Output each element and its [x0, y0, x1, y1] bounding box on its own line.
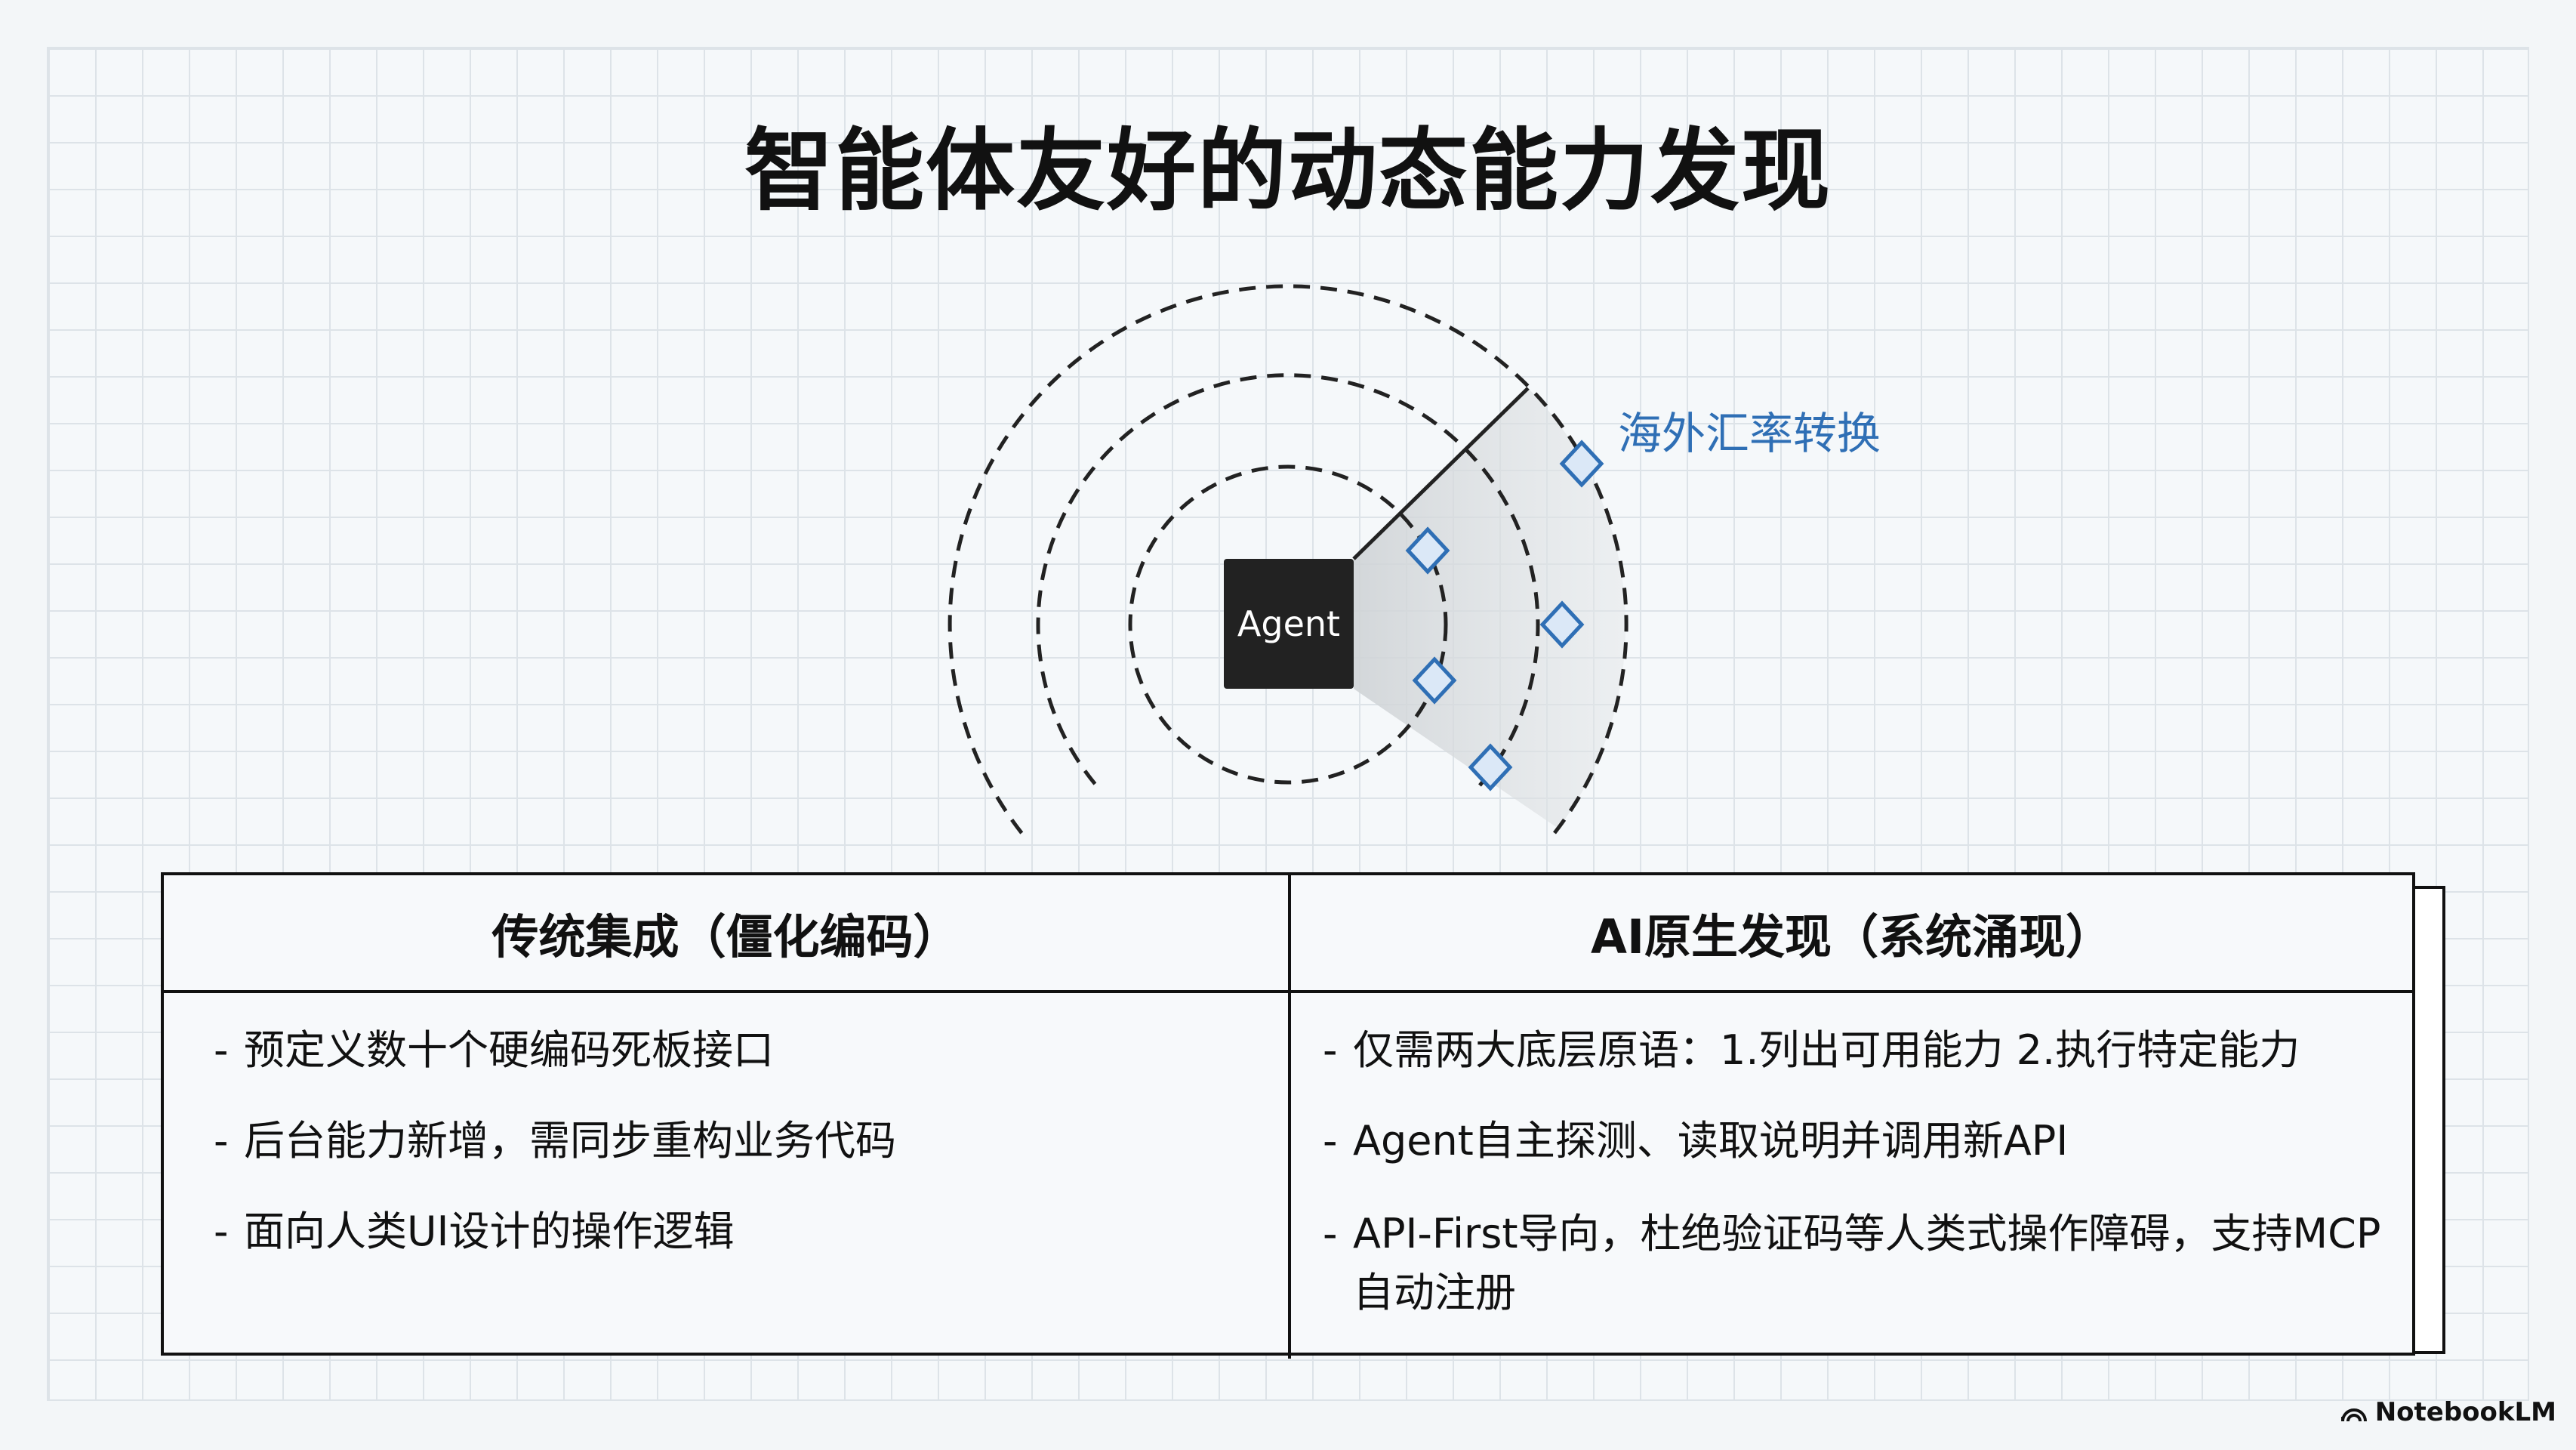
- brand-name: NotebookLM: [2374, 1397, 2556, 1427]
- capability-diamond-icon: [1405, 526, 1450, 575]
- capability-diamond-icon: [1468, 743, 1513, 791]
- list-item: -后台能力新增，需同步重构业务代码: [214, 1114, 1288, 1168]
- list-item: -仅需两大底层原语：1.列出可用能力 2.执行特定能力: [1323, 1023, 2382, 1078]
- bullet: -: [1323, 1026, 1338, 1074]
- middle-ring: [1036, 373, 1540, 787]
- header-ai-native: AI原生发现（系统涌现）: [1291, 875, 2412, 993]
- inner-ring: [1128, 464, 1448, 785]
- traditional-column: -预定义数十个硬编码死板接口 -后台能力新增，需同步重构业务代码 -面向人类UI…: [164, 993, 1291, 1359]
- bullet: -: [214, 1026, 229, 1074]
- list-item-text: Agent自主探测、读取说明并调用新API: [1353, 1117, 2069, 1165]
- list-item-text: 预定义数十个硬编码死板接口: [244, 1026, 774, 1074]
- list-item: -API-First导向，杜绝验证码等人类式操作障碍，支持MCP 自动注册: [1323, 1205, 2382, 1322]
- notebooklm-watermark: NotebookLM: [2340, 1397, 2556, 1427]
- list-item-text: 后台能力新增，需同步重构业务代码: [244, 1117, 896, 1165]
- list-item: -预定义数十个硬编码死板接口: [214, 1023, 1288, 1078]
- list-item-text: 仅需两大底层原语：1.列出可用能力 2.执行特定能力: [1353, 1026, 2300, 1074]
- agent-label: Agent: [1237, 603, 1340, 644]
- capability-diamond-icon: [1559, 440, 1604, 488]
- comparison-table: 传统集成（僵化编码） AI原生发现（系统涌现） -预定义数十个硬编码死板接口 -…: [161, 872, 2415, 1359]
- bullet: -: [214, 1208, 229, 1255]
- bullet: -: [214, 1117, 229, 1165]
- list-item: -面向人类UI设计的操作逻辑: [214, 1205, 1288, 1259]
- capability-diamond-icon: [1539, 600, 1585, 649]
- notebooklm-logo-icon: [2340, 1408, 2367, 1422]
- capability-diamond-icon: [1412, 656, 1457, 705]
- bullet: -: [1323, 1117, 1338, 1165]
- page-title: 智能体友好的动态能力发现: [744, 119, 1832, 223]
- scan-sector: [1354, 388, 1626, 828]
- list-item: -Agent自主探测、读取说明并调用新API: [1323, 1114, 2382, 1168]
- bullet: -: [1323, 1210, 1338, 1257]
- ai-native-column: -仅需两大底层原语：1.列出可用能力 2.执行特定能力 -Agent自主探测、读…: [1291, 993, 2412, 1359]
- list-item-text: API-First导向，杜绝验证码等人类式操作障碍，支持MCP 自动注册: [1353, 1210, 2381, 1316]
- agent-box: [1224, 559, 1354, 689]
- header-traditional: 传统集成（僵化编码）: [164, 875, 1291, 993]
- scan-line: [1352, 387, 1530, 560]
- list-item-text: 面向人类UI设计的操作逻辑: [244, 1208, 735, 1255]
- discovered-capability-label: 海外汇率转换: [1618, 408, 1881, 459]
